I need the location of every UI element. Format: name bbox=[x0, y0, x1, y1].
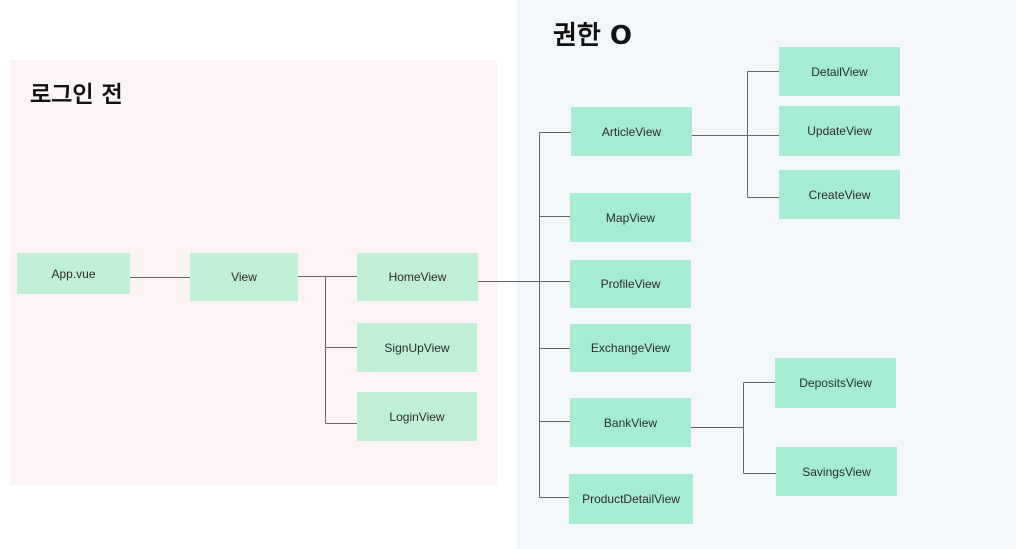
node-view: View bbox=[190, 253, 298, 301]
node-home-view: HomeView bbox=[357, 253, 478, 301]
node-login-view: LoginView bbox=[357, 392, 477, 441]
node-signup-view: SignUpView bbox=[357, 323, 477, 372]
node-article-view: ArticleView bbox=[571, 107, 692, 156]
node-create-view: CreateView bbox=[779, 170, 900, 219]
node-savings-view: SavingsView bbox=[776, 447, 897, 496]
node-map-view: MapView bbox=[570, 193, 691, 242]
node-bank-view: BankView bbox=[570, 398, 691, 447]
node-update-view: UpdateView bbox=[779, 106, 900, 156]
node-profile-view: ProfileView bbox=[570, 260, 691, 308]
authorized-title: 권한 O bbox=[553, 21, 632, 51]
node-product-detail-view: ProductDetailView bbox=[569, 474, 693, 524]
node-detail-view: DetailView bbox=[779, 47, 900, 96]
node-app-vue: App.vue bbox=[17, 253, 130, 294]
node-deposits-view: DepositsView bbox=[775, 358, 896, 408]
before-login-title: 로그인 전 bbox=[30, 82, 123, 108]
node-exchange-view: ExchangeView bbox=[570, 324, 691, 372]
